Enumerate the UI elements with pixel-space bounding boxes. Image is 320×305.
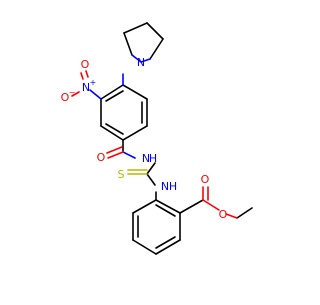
atom-label-pyrrolidine-n: N [137,56,145,69]
atom-label-nitro-o-double: O [81,58,90,71]
bond-nh-cs [146,162,156,175]
bond-ester-o-single [202,199,220,211]
bond-nitro-o-2 [80,72,84,80]
bond-ring2-inner-3 [155,204,176,217]
sulfur-bonds [127,169,148,175]
bond-ring1-1 [100,84,124,100]
bond-pyrrolidine-4 [149,38,164,60]
bond-n-pyrrolidine-left [131,54,142,63]
bond-nitro-o-single [71,91,80,97]
atom-label-thio-n: N [161,180,169,193]
atom-label-ester-o-single: O [219,208,228,221]
carbon-bonds [100,22,253,255]
bond-pyrrolidine-1 [123,32,133,56]
bond-ring2-inner-2 [155,236,176,249]
nitrogen-bonds [89,54,151,159]
bond-pyrrolidine-3 [146,22,164,40]
atom-label-amide-h: H [149,152,157,165]
atom-label-nitro-o-single: O [61,91,70,104]
atom-label-thio-h: H [169,180,177,193]
bond-ring1-6 [122,84,148,100]
bond-n-pyrrolidine-right [140,58,151,63]
bond-methyl [236,207,253,219]
bond-ring2-3 [132,239,157,255]
bond-nitro-o-1 [85,70,89,78]
atom-charge-nitro-o: − [69,88,76,97]
bond-ring1-inner-1 [105,90,124,102]
atom-label-ester-o-double: O [201,173,210,186]
bond-ring2-ester [179,199,204,214]
bond-ring2-4 [155,239,181,255]
atom-label-amide-n: N [142,152,150,165]
atom-label-thio-s: S [118,168,125,181]
bond-o-methyl [225,213,238,219]
atom-label-nitro-n: N [82,81,90,94]
molecule-canvas: N N + O O − O N H S N H O O [0,0,300,300]
bond-cs-nh [146,173,156,186]
bond-pyrrolidine-2 [123,22,148,34]
bond-carbonyl-nh [122,151,136,159]
background [0,0,300,300]
bond-ring1-nitro [89,89,102,100]
bond-carbonyl-o-2 [106,146,123,154]
oxygen-bonds [71,70,238,219]
bond-ring1-4 [122,125,148,141]
bond-ring2-6 [155,199,181,214]
atom-charge-nitro-n: + [90,78,97,87]
bond-ring1-3 [100,125,124,141]
bond-ring2-1 [132,199,157,214]
atom-label-amide-o: O [97,151,106,164]
bond-carbonyl-o-1 [107,151,124,159]
structure-diagram: N N + O O − O N H S N H O O [0,0,300,300]
bond-ring1-inner-2 [105,123,124,135]
